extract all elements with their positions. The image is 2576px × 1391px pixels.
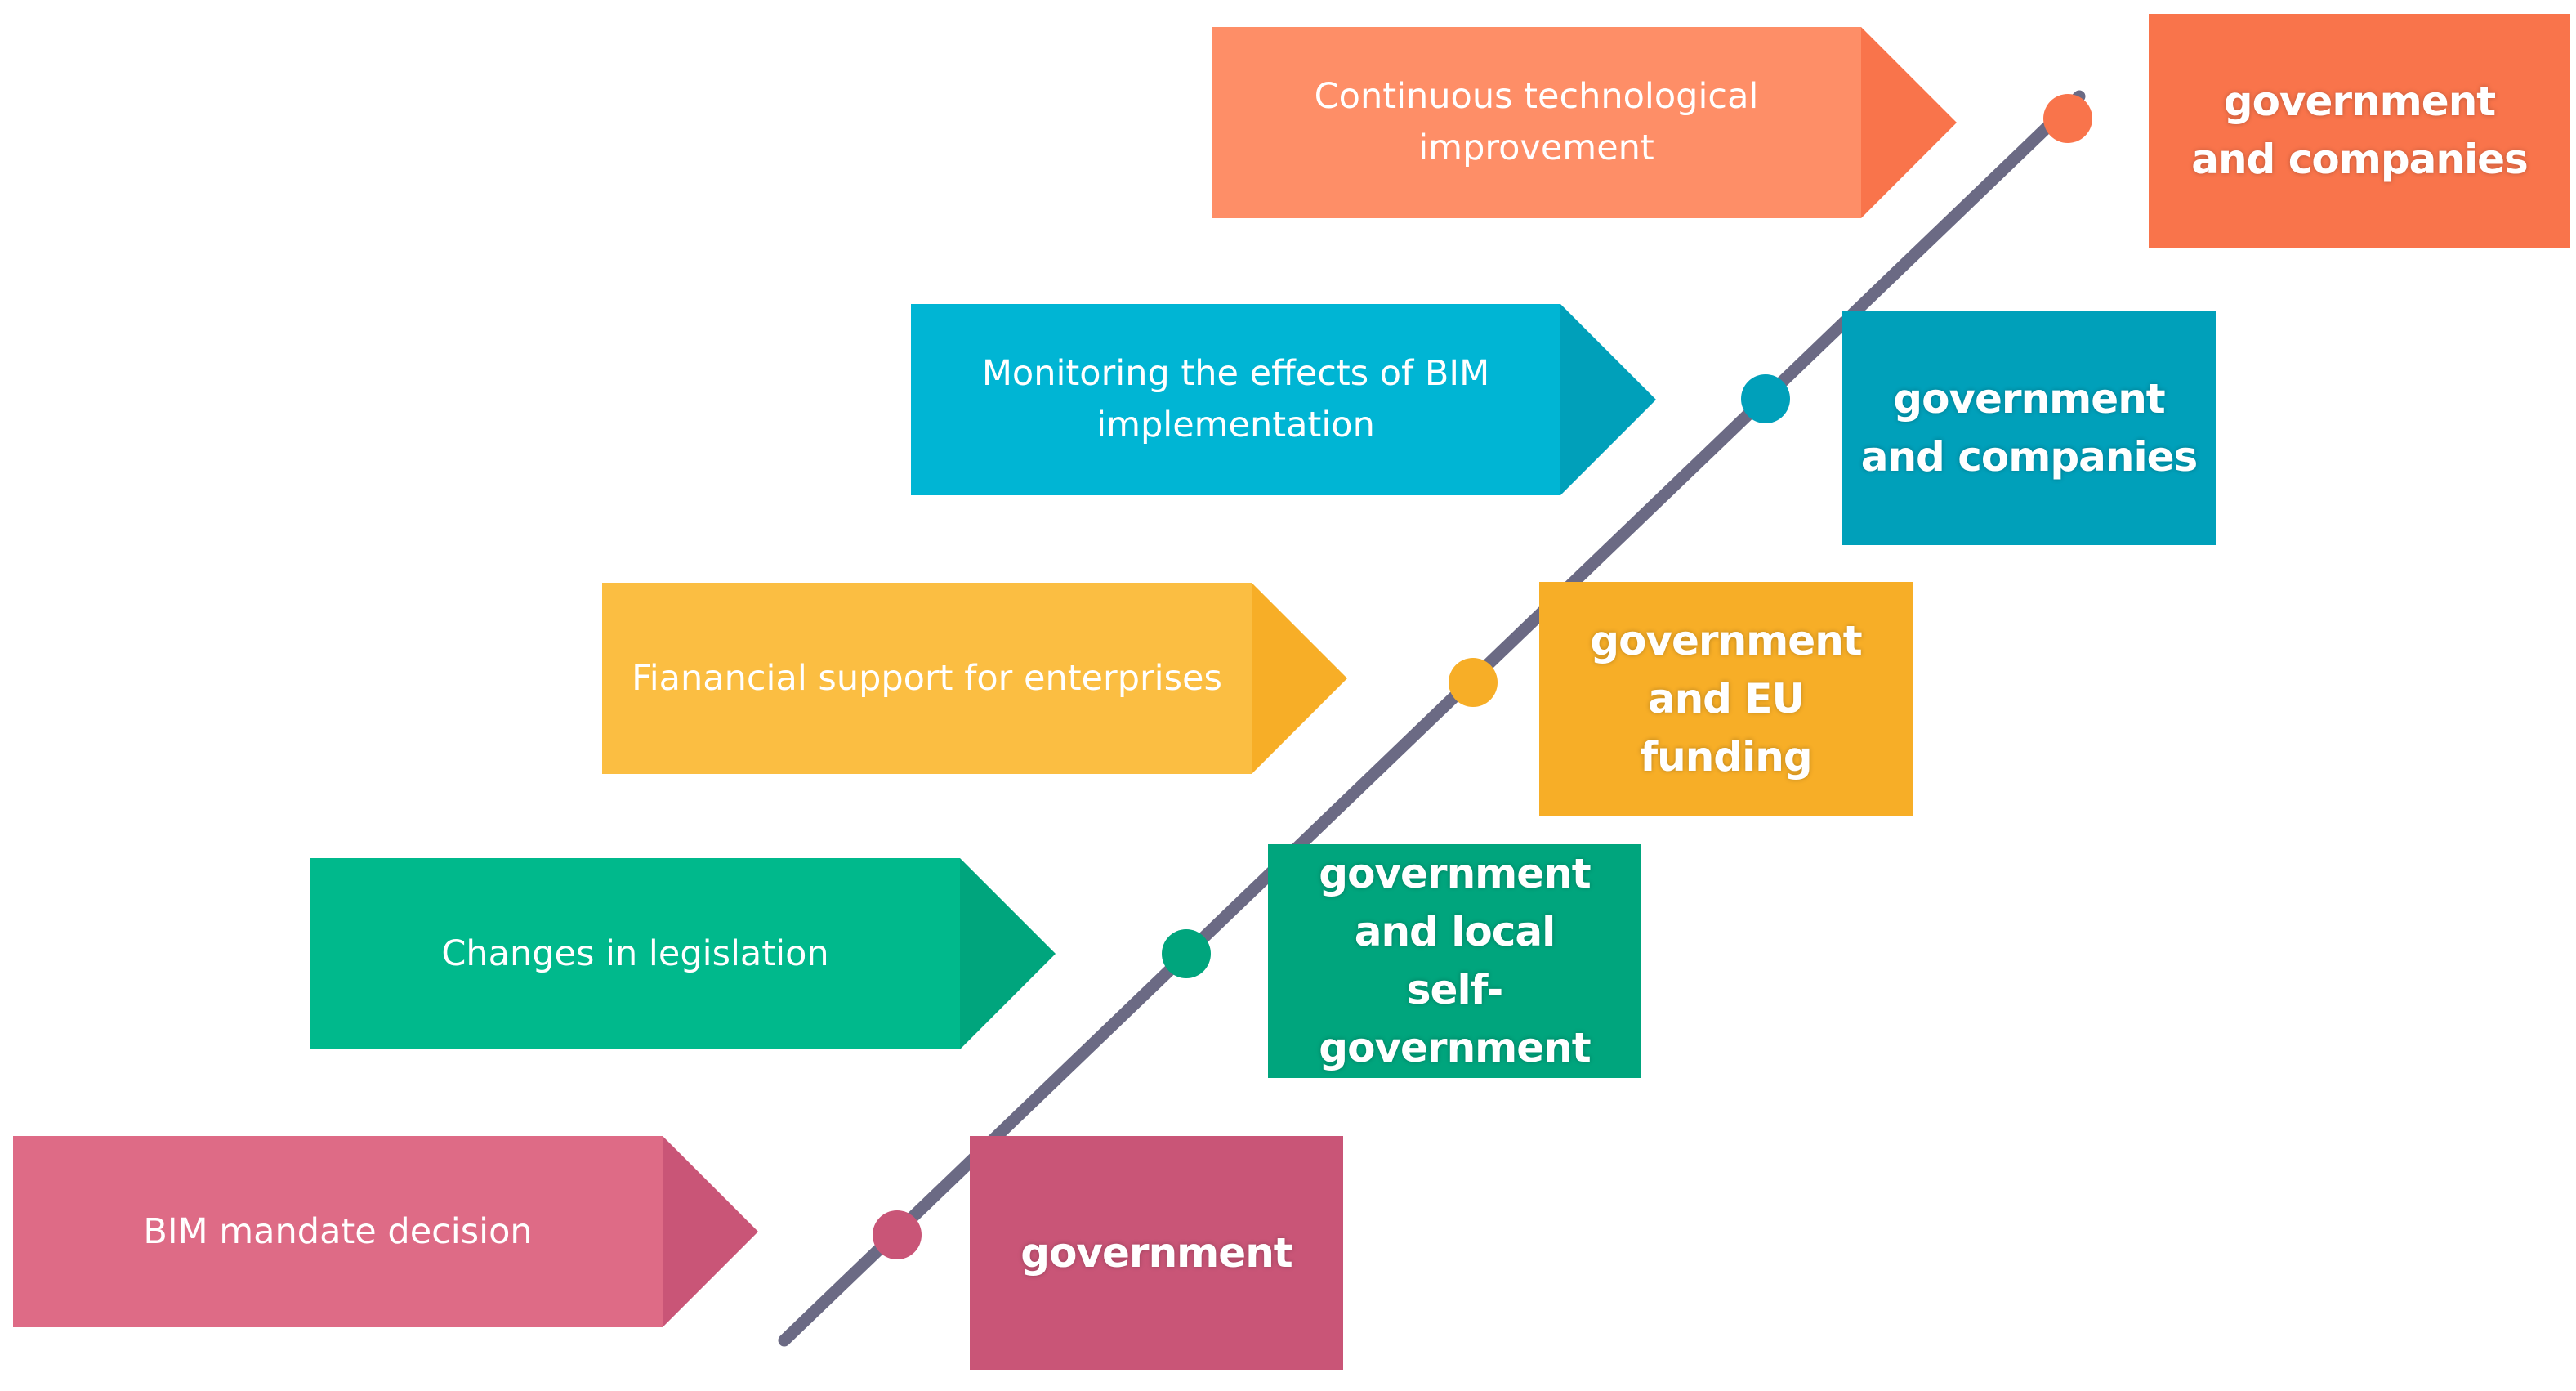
step-2-owner-box xyxy=(1268,844,1641,1078)
step-3-owner-box xyxy=(1539,582,1913,816)
step-4-owner-label: government and companies xyxy=(1842,311,2216,545)
step-5-arrow-tip xyxy=(1861,27,1957,218)
step-3-action-text: Fianancial support for enterprises xyxy=(632,657,1222,699)
step-1-arrow-tip xyxy=(663,1136,758,1327)
step-5-timeline-dot xyxy=(2043,94,2092,143)
step-5-owner-box xyxy=(2149,14,2570,248)
step-4-action-label: Monitoring the effects of BIM implementa… xyxy=(911,304,1560,495)
step-4-arrow-body xyxy=(911,304,1560,495)
step-1-owner-text: government xyxy=(1020,1228,1292,1277)
step-3-owner-label: government and EU funding xyxy=(1539,582,1913,816)
step-2-timeline-dot xyxy=(1162,929,1211,978)
step-2-arrow-tip xyxy=(960,858,1056,1049)
step-2-action-text: Changes in legislation xyxy=(441,933,829,974)
step-2-owner-text: government and local self-government xyxy=(1319,850,1591,1071)
step-1-owner-label: government xyxy=(970,1136,1343,1370)
step-5-action-label: Continuous technological improvement xyxy=(1212,27,1861,218)
step-4-owner-box xyxy=(1842,311,2216,545)
step-4-action-text: Monitoring the effects of BIM implementa… xyxy=(981,353,1490,445)
step-1-action-text: BIM mandate decision xyxy=(143,1210,533,1252)
step-1-owner-box xyxy=(970,1136,1343,1370)
step-4-owner-text: government and companies xyxy=(1860,375,2199,481)
step-1-timeline-dot xyxy=(873,1210,922,1259)
step-2-arrow-body xyxy=(310,858,960,1049)
step-2-owner-label: government and local self-government xyxy=(1268,844,1641,1078)
step-4-arrow-tip xyxy=(1560,304,1656,495)
step-3-arrow-body xyxy=(602,583,1252,774)
step-1-action-label: BIM mandate decision xyxy=(13,1136,663,1327)
step-5-arrow-body xyxy=(1212,27,1861,218)
step-5-owner-text: government and companies xyxy=(2191,78,2529,183)
step-3-action-label: Fianancial support for enterprises xyxy=(602,583,1252,774)
step-2-action-label: Changes in legislation xyxy=(310,858,960,1049)
step-4-timeline-dot xyxy=(1741,374,1790,423)
step-3-owner-text: government and EU funding xyxy=(1590,616,1862,780)
step-1-arrow-body xyxy=(13,1136,663,1327)
step-5-action-text: Continuous technological improvement xyxy=(1314,76,1759,168)
step-3-timeline-dot xyxy=(1449,658,1498,707)
step-5-owner-label: government and companies xyxy=(2149,14,2570,248)
timeline-line xyxy=(778,90,2086,1347)
step-3-arrow-tip xyxy=(1252,583,1347,774)
